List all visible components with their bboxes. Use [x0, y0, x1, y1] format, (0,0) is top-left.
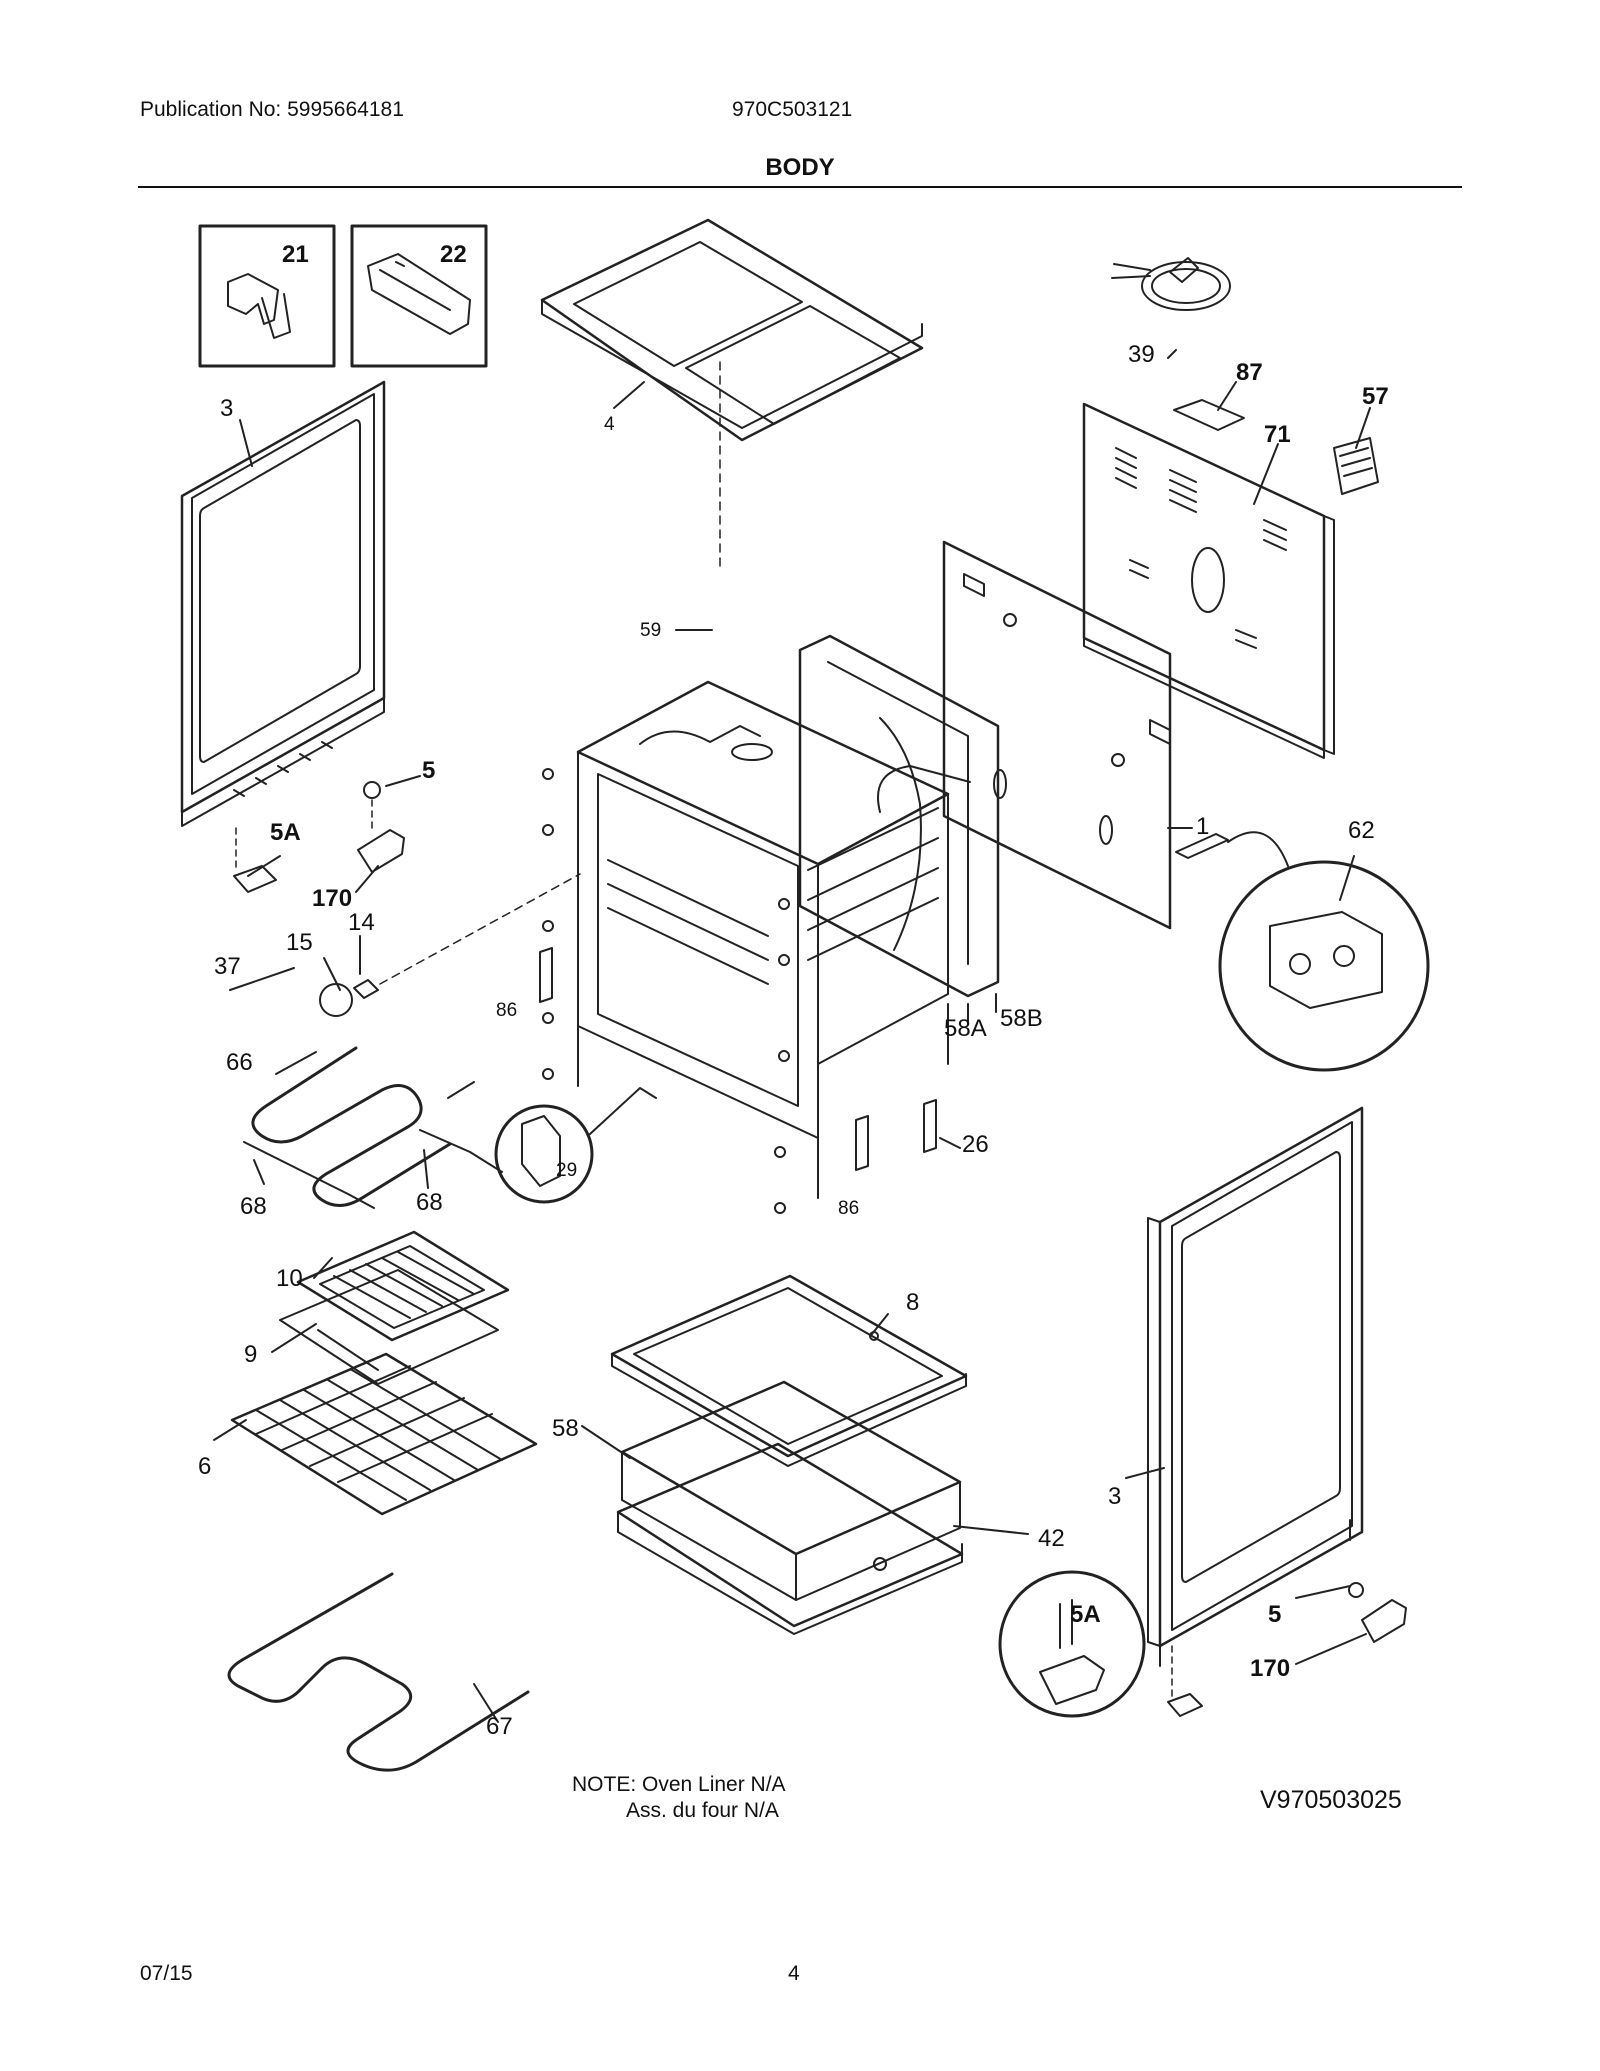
callout-58A: 58A	[944, 1015, 987, 1042]
model-number: 970C503121	[732, 98, 853, 121]
callout-87: 87	[1236, 359, 1263, 386]
callout-37: 37	[214, 953, 241, 980]
callout-170-right: 170	[1250, 1655, 1290, 1682]
broil-pan	[279, 1269, 499, 1385]
callout-5-right: 5	[1268, 1601, 1281, 1628]
callout-21: 21	[282, 241, 309, 268]
insulation-wrap	[798, 634, 1000, 998]
callout-39: 39	[1128, 341, 1155, 368]
callout-170-left: 170	[312, 885, 352, 912]
callout-3-right: 3	[1108, 1483, 1121, 1510]
broil-element	[251, 1046, 475, 1207]
side-panel-left	[180, 380, 386, 827]
callout-57: 57	[1362, 383, 1389, 410]
drawer-bottom	[616, 1442, 964, 1635]
bracket-87	[1173, 399, 1245, 431]
header-rule	[138, 186, 1462, 188]
callout-4: 4	[604, 414, 615, 435]
insulation-panel	[942, 540, 1172, 930]
hinge-detail-29	[494, 1087, 657, 1204]
inset-box-22	[350, 224, 488, 368]
callout-58: 58	[552, 1415, 579, 1442]
callout-86-lower: 86	[838, 1198, 859, 1219]
oven-cavity	[576, 680, 971, 1199]
broil-pan-insert	[296, 1230, 510, 1342]
note-line-english: NOTE: Oven Liner N/A	[572, 1773, 786, 1796]
wire-68-right	[419, 1129, 503, 1173]
callout-22: 22	[440, 241, 467, 268]
callout-5A-right: 5A	[1070, 1601, 1101, 1628]
oven-rack	[230, 1352, 538, 1516]
note-line-french: Ass. du four N/A	[626, 1799, 779, 1822]
callout-14: 14	[348, 909, 375, 936]
footer-date: 07/15	[140, 1962, 193, 1985]
callout-42: 42	[1038, 1525, 1065, 1552]
callout-8: 8	[906, 1289, 919, 1316]
bake-element	[227, 1572, 530, 1772]
light-assembly	[229, 873, 581, 1017]
top-panel	[540, 218, 924, 573]
callout-1: 1	[1196, 813, 1209, 840]
drawing-number: V970503025	[1260, 1786, 1402, 1814]
callout-10: 10	[276, 1265, 303, 1292]
callout-15: 15	[286, 929, 313, 956]
callout-67: 67	[486, 1713, 513, 1740]
screws	[542, 768, 790, 1214]
callout-29: 29	[556, 1160, 577, 1181]
callout-71: 71	[1264, 421, 1291, 448]
hinge-parts-left	[233, 781, 405, 893]
callout-59: 59	[640, 620, 661, 641]
callout-3-left: 3	[220, 395, 233, 422]
callout-68-left: 68	[240, 1193, 267, 1220]
hinge-receiver-left	[539, 947, 553, 1003]
drawer-panel	[610, 1274, 968, 1467]
callout-5-left: 5	[422, 757, 435, 784]
callout-68-right: 68	[416, 1189, 443, 1216]
side-panel-right	[1147, 1106, 1364, 1667]
page-number: 4	[788, 1962, 800, 1985]
callout-26: 26	[962, 1131, 989, 1158]
callout-66: 66	[226, 1049, 253, 1076]
terminal-block	[1175, 831, 1430, 1072]
callout-6: 6	[198, 1453, 211, 1480]
wire-68-left	[243, 1141, 375, 1209]
callout-58B: 58B	[1000, 1005, 1043, 1032]
power-cord	[1111, 257, 1231, 311]
hinge-receiver-lower	[855, 1115, 869, 1171]
page-title: BODY	[765, 154, 835, 181]
publication-number: Publication No: 5995664181	[140, 98, 404, 121]
hinge-receiver-26	[923, 1099, 937, 1153]
rear-panel	[1082, 402, 1335, 759]
drawer-insulation	[620, 1380, 962, 1601]
callout-86-upper: 86	[496, 1000, 517, 1021]
inset-box-21	[198, 224, 336, 368]
hinge-parts-right	[998, 1570, 1407, 1718]
callout-62: 62	[1348, 817, 1375, 844]
callout-9: 9	[244, 1341, 257, 1368]
callout-5A-left: 5A	[270, 819, 301, 846]
oven-liner-note: NOTE: Oven Liner N/A Ass. du four N/A	[572, 1772, 786, 1824]
